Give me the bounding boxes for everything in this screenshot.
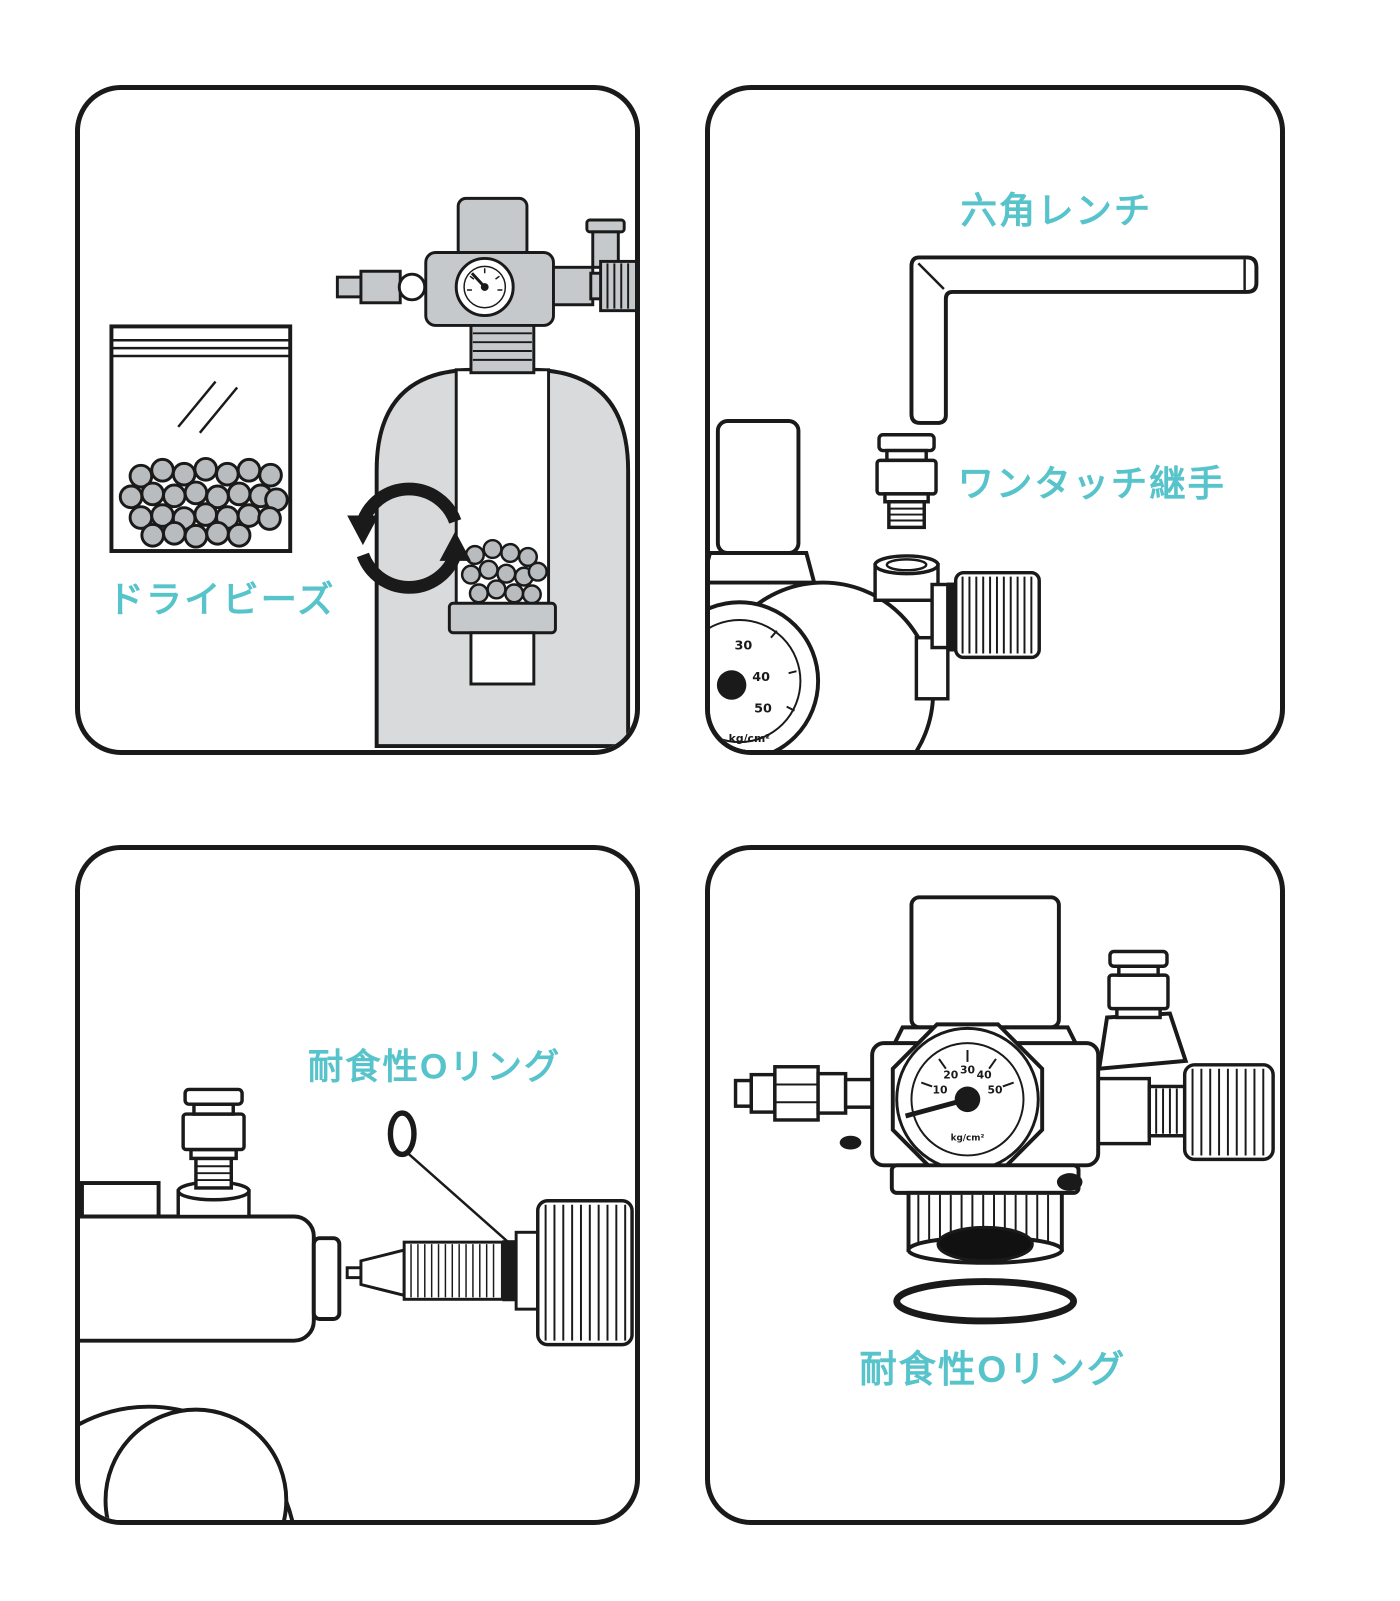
dry-beads-illustration: ドライビーズ xyxy=(108,196,635,749)
oring-regulator-illustration: 10 20 30 40 50 kg/cm² 耐食性Oリング xyxy=(733,895,1275,1390)
pressure-gauge-partial: 30 40 50 kg/cm² xyxy=(710,600,821,750)
body-detail-dot xyxy=(839,1135,862,1150)
gauge-tick-40: 40 xyxy=(752,670,770,685)
hex-wrench-illustration: 30 40 50 kg/cm² 六角レンチ ワンタッチ継手 xyxy=(710,190,1259,750)
gauge-tick-30: 30 xyxy=(735,639,753,654)
gauge-unit: kg/cm² xyxy=(951,1134,985,1144)
dry-beads-label: ドライビーズ xyxy=(108,579,336,620)
oring-seated-dark xyxy=(1056,1173,1083,1191)
desiccant-bag xyxy=(109,324,293,553)
oring-label: 耐食性Oリング xyxy=(859,1348,1126,1390)
knurled-knob xyxy=(536,1199,634,1347)
regulator-partial: 30 40 50 kg/cm² xyxy=(710,419,1041,750)
one-touch-fitting-label: ワンタッチ継手 xyxy=(958,463,1226,504)
regulator-bonnet xyxy=(715,419,801,555)
rotate-arrows-icon xyxy=(347,482,471,594)
pressure-gauge-small xyxy=(454,256,515,318)
inlet-fitting-left xyxy=(733,1065,875,1122)
hex-wrench xyxy=(909,255,1259,425)
panel-hex-wrench: 30 40 50 kg/cm² 六角レンチ ワンタッチ継手 xyxy=(705,85,1285,755)
co2-bottle xyxy=(374,367,631,749)
one-touch-fitting xyxy=(875,433,938,530)
regulator-partial-left xyxy=(80,1087,342,1520)
bag-shine-lines xyxy=(177,380,239,434)
gauge-tick-40: 40 xyxy=(977,1069,992,1082)
adjustment-cap xyxy=(909,895,1061,1030)
gauge-tick-50: 50 xyxy=(987,1083,1002,1096)
gauge-tick-30: 30 xyxy=(960,1064,975,1077)
oring-valve-illustration: 耐食性Oリング xyxy=(80,1047,634,1520)
callout-line xyxy=(407,1152,510,1244)
beads-in-bottle xyxy=(460,538,548,605)
panel-oring-regulator: 10 20 30 40 50 kg/cm² 耐食性Oリング xyxy=(705,845,1285,1525)
regulator-on-bottle xyxy=(335,196,635,375)
gauge-unit: kg/cm² xyxy=(729,732,771,745)
regulator-port xyxy=(873,554,940,602)
oring-on-valve xyxy=(502,1240,517,1302)
connector-bore xyxy=(936,1225,1034,1263)
side-port-cylinder xyxy=(80,1214,316,1343)
gauge-tick-20: 20 xyxy=(943,1069,958,1082)
regulator-assembly: 10 20 30 40 50 kg/cm² xyxy=(733,895,1275,1325)
one-touch-fitting-right xyxy=(1096,949,1189,1071)
panel-oring-valve: 耐食性Oリング xyxy=(75,845,640,1525)
bottle-connector-thread xyxy=(889,1163,1083,1265)
beads-in-bag xyxy=(118,456,289,549)
gauge-tick-10: 10 xyxy=(932,1083,947,1096)
hex-wrench-label: 六角レンチ xyxy=(961,190,1153,231)
oring-large xyxy=(893,1278,1078,1325)
gauge-tick-50: 50 xyxy=(754,702,772,717)
one-touch-fitting-top xyxy=(176,1087,251,1219)
oring-label: 耐食性Oリング xyxy=(308,1047,561,1087)
panel-dry-beads: ドライビーズ xyxy=(75,85,640,755)
oring-icon xyxy=(387,1110,417,1158)
pressure-gauge: 10 20 30 40 50 kg/cm² xyxy=(890,1022,1045,1177)
oring-callout xyxy=(387,1110,510,1244)
knurled-fitting-right xyxy=(914,570,1041,701)
needle-valve xyxy=(345,1199,634,1347)
knurled-fitting-right xyxy=(1096,1063,1275,1162)
